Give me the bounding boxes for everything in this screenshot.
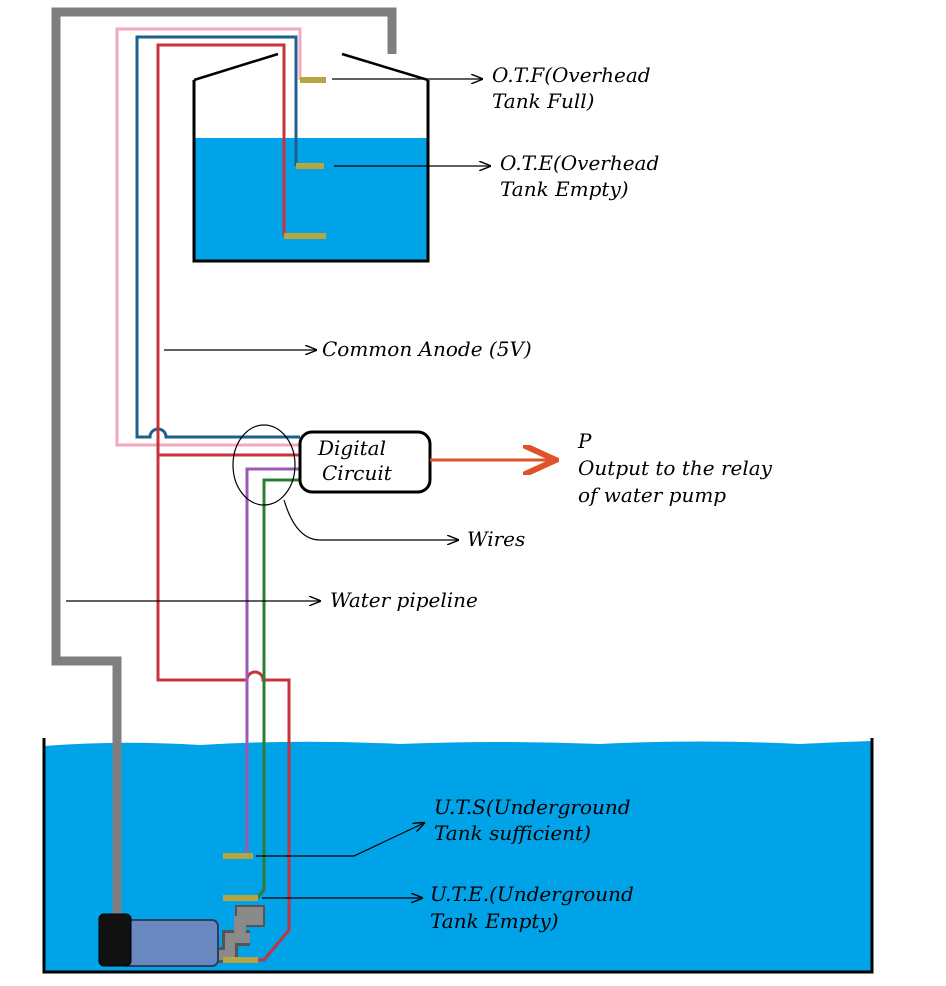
- common-anode-label: Common Anode (5V): [322, 337, 532, 361]
- otf-label-line2: Tank Full): [492, 89, 594, 113]
- ute-label-line2: Tank Empty): [430, 909, 559, 933]
- water-pipeline-label: Water pipeline: [330, 588, 478, 612]
- wire-otf: [115, 27, 302, 447]
- tank-lid-left: [193, 52, 279, 82]
- uts-leader: [256, 823, 424, 857]
- ute-label-line1: U.T.E.(Underground: [430, 882, 634, 906]
- output-label-line1: Output to the relay: [578, 456, 773, 480]
- circuit-label-line1: Digital: [317, 436, 386, 460]
- digital-circuit-box: [298, 430, 432, 494]
- wires-label: Wires: [467, 527, 525, 551]
- wire-ute: [255, 478, 300, 899]
- wires-highlight-ellipse: [232, 424, 296, 506]
- uts-label-line1: U.T.S(Underground: [434, 795, 631, 819]
- tank-lid-right: [341, 52, 429, 82]
- circuit-label-line2: Circuit: [322, 461, 393, 485]
- p-label: P: [577, 429, 592, 453]
- wires-leader: [283, 499, 458, 540]
- ote-label-line1: O.T.E(Overhead: [500, 151, 659, 175]
- water-pump: [98, 905, 265, 967]
- wire-ote: [135, 35, 300, 439]
- underground-tank: [42, 738, 874, 974]
- water-pipeline: [51, 7, 397, 925]
- wire-uts: [245, 467, 300, 856]
- wire-common-anode: [156, 43, 291, 962]
- output-label-line2: of water pump: [578, 483, 726, 507]
- overhead-water: [194, 138, 428, 261]
- otf-label-line1: O.T.F(Overhead: [492, 63, 651, 87]
- uts-label-line2: Tank sufficient): [434, 821, 591, 845]
- overhead-tank: [192, 80, 430, 263]
- ote-label-line2: Tank Empty): [500, 177, 629, 201]
